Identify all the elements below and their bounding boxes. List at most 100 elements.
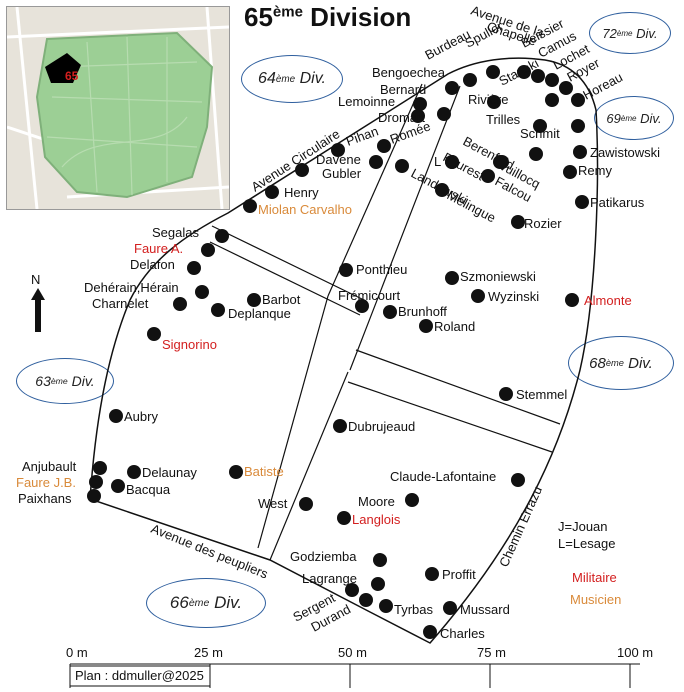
grave-label-fremicourt: Frémicourt <box>338 288 401 303</box>
grave-label-dromart: Dromart <box>378 110 425 125</box>
grave-marker-zawistowski[interactable] <box>573 145 587 159</box>
grave-marker-tyrbas[interactable] <box>379 599 393 613</box>
grave-marker-lochet[interactable] <box>545 73 559 87</box>
grave-marker-delafon[interactable] <box>187 261 201 275</box>
grave-marker-trilles[interactable] <box>533 119 547 133</box>
grave-marker-roland[interactable] <box>419 319 433 333</box>
grave-marker-stanski[interactable] <box>545 93 559 107</box>
grave-marker-aubry[interactable] <box>109 409 123 423</box>
grave-marker-remy[interactable] <box>563 165 577 179</box>
division-63-number: 63 <box>35 373 51 389</box>
grave-label-szmoniewski: Szmoniewski <box>460 269 536 284</box>
grave-marker-charnelet[interactable] <box>173 297 187 311</box>
grave-label-riviere: Rivière <box>468 92 508 107</box>
grave-marker-gubler[interactable] <box>295 163 309 177</box>
grave-marker-horeau[interactable] <box>571 93 585 107</box>
grave-label-almonte: Almonte <box>584 293 632 308</box>
grave-marker-falcou[interactable] <box>481 169 495 183</box>
grave-label-signorino: Signorino <box>162 337 217 352</box>
grave-marker-bernard[interactable] <box>413 97 427 111</box>
grave-marker-beissier[interactable] <box>517 65 531 79</box>
grave-marker-anjubault[interactable] <box>93 461 107 475</box>
grave-marker-delaunay[interactable] <box>127 465 141 479</box>
grave-marker-dromart[interactable] <box>437 107 451 121</box>
grave-marker-segalas[interactable] <box>215 229 229 243</box>
grave-marker-sergent[interactable] <box>345 583 359 597</box>
grave-marker-bengoechea[interactable] <box>445 81 459 95</box>
division-66-number: 66 <box>169 593 189 612</box>
grave-marker-faure-j-b[interactable] <box>89 475 103 489</box>
grave-marker-ponthieu[interactable] <box>339 263 353 277</box>
division-72-word: Div. <box>636 25 658 41</box>
division-69-word: Div. <box>640 110 662 126</box>
scale-label-25: 25 m <box>194 645 223 660</box>
path-west-b <box>269 371 349 561</box>
grave-marker-dubrujeaud[interactable] <box>333 419 347 433</box>
grave-marker-bacqua[interactable] <box>111 479 125 493</box>
north-label: N <box>31 272 40 287</box>
grave-label-dubrujeaud: Dubrujeaud <box>348 419 415 434</box>
path-segalas-fremicourt-a <box>211 225 365 301</box>
grave-marker-godziemba[interactable] <box>373 553 387 567</box>
grave-marker-schmit[interactable] <box>571 119 585 133</box>
grave-label-bengoechea: Bengoechea <box>372 65 446 80</box>
scale-label-50: 50 m <box>338 645 367 660</box>
grave-label-segalas: Segalas <box>152 225 199 240</box>
grave-marker-davene[interactable] <box>369 155 383 169</box>
grave-marker-claude-lafontaine[interactable] <box>511 473 525 487</box>
inset-division-label: 65 <box>65 69 79 83</box>
grave-marker-batiste[interactable] <box>229 465 243 479</box>
grave-marker-lagrange[interactable] <box>371 577 385 591</box>
grave-label-ponthieu: Ponthieu <box>356 262 407 277</box>
grave-marker-moore[interactable] <box>405 493 419 507</box>
grave-marker-langlois[interactable] <box>337 511 351 525</box>
grave-marker-fremicourt[interactable] <box>355 299 369 313</box>
grave-marker-deherain-herain[interactable] <box>195 285 209 299</box>
title-word: Division <box>302 2 412 32</box>
grave-label-mussard: Mussard <box>460 602 510 617</box>
path-west-a <box>257 295 329 549</box>
grave-marker-rozier[interactable] <box>511 215 525 229</box>
grave-label-stanski: Stanski <box>496 55 541 88</box>
plan-credit: Plan : ddmuller@2025 <box>75 668 204 683</box>
grave-label-trilles: Trilles <box>486 112 521 127</box>
grave-marker-stemmel[interactable] <box>499 387 513 401</box>
grave-label-godziemba: Godziemba <box>290 549 357 564</box>
grave-marker-charles[interactable] <box>423 625 437 639</box>
grave-marker-signorino[interactable] <box>147 327 161 341</box>
path-segalas-fremicourt-b <box>209 241 361 316</box>
grave-marker-royer[interactable] <box>559 81 573 95</box>
grave-marker-barbot[interactable] <box>247 293 261 307</box>
grave-marker-henry[interactable] <box>265 185 279 199</box>
legend-militaire: Militaire <box>572 570 617 585</box>
grave-marker-spuller[interactable] <box>486 65 500 79</box>
grave-marker-j[interactable] <box>493 155 507 169</box>
grave-marker-camus[interactable] <box>531 69 545 83</box>
grave-marker-paixhans[interactable] <box>87 489 101 503</box>
grave-marker-l[interactable] <box>445 155 459 169</box>
grave-marker-miolan-carvalho[interactable] <box>243 199 257 213</box>
grave-marker-patikarus[interactable] <box>575 195 589 209</box>
grave-marker-almonte[interactable] <box>565 293 579 307</box>
grave-marker-west[interactable] <box>299 497 313 511</box>
grave-marker-deplanque[interactable] <box>211 303 225 317</box>
grave-marker-wyzinski[interactable] <box>471 289 485 303</box>
grave-marker-romee[interactable] <box>377 139 391 153</box>
grave-label-zawistowski: Zawistowski <box>590 145 660 160</box>
grave-marker-landowski[interactable] <box>395 159 409 173</box>
grave-marker-lemoinne[interactable] <box>411 109 425 123</box>
grave-marker-faure-a[interactable] <box>201 243 215 257</box>
grave-marker-melingue[interactable] <box>435 183 449 197</box>
grave-marker-proffit[interactable] <box>425 567 439 581</box>
page-title: 65ème Division <box>244 2 411 33</box>
grave-marker-riviere[interactable] <box>487 95 501 109</box>
grave-marker-pihan[interactable] <box>331 143 345 157</box>
grave-marker-mussard[interactable] <box>443 601 457 615</box>
grave-marker-wuillocq[interactable] <box>529 147 543 161</box>
grave-marker-durand[interactable] <box>359 593 373 607</box>
grave-marker-szmoniewski[interactable] <box>445 271 459 285</box>
grave-marker-brunhoff[interactable] <box>383 305 397 319</box>
grave-marker-burdeau[interactable] <box>463 73 477 87</box>
